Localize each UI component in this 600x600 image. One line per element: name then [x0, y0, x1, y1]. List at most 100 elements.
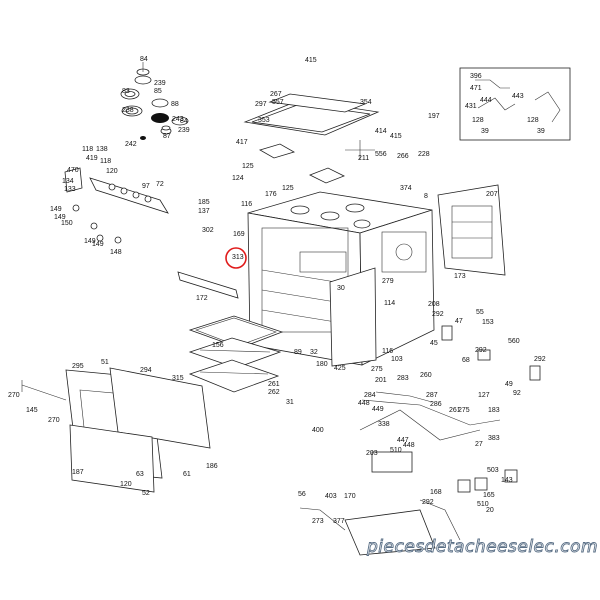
part-number-label: 149	[50, 206, 62, 213]
part-number-label: 125	[282, 185, 294, 192]
part-number-label: 315	[172, 375, 184, 382]
part-number-label: 470	[67, 167, 79, 174]
part-drawings	[21, 62, 541, 556]
part-number-label: 92	[513, 390, 521, 397]
part-number-label: 149	[84, 238, 96, 245]
part-number-label: 176	[265, 191, 277, 198]
part-number-label: 116	[241, 201, 252, 208]
part-number-label: 270	[48, 417, 60, 424]
part-number-label: 425	[334, 365, 346, 372]
part-number-label: 294	[140, 367, 152, 374]
part-number-label: 173	[454, 273, 466, 280]
part-number-label: 165	[483, 492, 495, 499]
part-number-label: 383	[488, 435, 500, 442]
part-number-label: 444	[480, 97, 492, 104]
part-number-label: 448	[358, 400, 370, 407]
part-number-label: 243	[172, 116, 184, 123]
part-number-label: 128	[527, 117, 539, 124]
part-number-label: 186	[206, 463, 218, 470]
part-number-label: 39	[537, 128, 545, 135]
part-number-label: 55	[476, 309, 484, 316]
part-number-label: 377	[333, 518, 345, 525]
part-number-label: 443	[512, 93, 524, 100]
part-number-label: 89	[294, 349, 302, 356]
part-number-label: 120	[120, 481, 132, 488]
part-number-label: 286	[430, 401, 442, 408]
control-panel-group	[64, 167, 169, 244]
part-number-label: 556	[375, 151, 387, 158]
part-number-label: 97	[142, 183, 150, 190]
burner-parts-group	[120, 62, 189, 140]
part-number-label: 239	[178, 127, 190, 134]
part-number-label: 273	[312, 518, 324, 525]
part-number-label: 45	[430, 340, 438, 347]
part-number-label: 56	[298, 491, 306, 498]
part-number-label: 83	[122, 88, 130, 95]
part-number-label: 88	[171, 101, 179, 108]
part-number-label: 169	[233, 231, 245, 238]
part-number-label: 283	[397, 375, 409, 382]
part-number-label: 297	[255, 101, 267, 108]
part-number-label: 448	[403, 442, 415, 449]
part-number-label: 449	[372, 406, 384, 413]
part-number-label: 284	[364, 392, 376, 399]
part-number-label: 261	[449, 407, 461, 414]
part-number-label: 557	[272, 99, 284, 106]
part-number-label: 120	[106, 168, 118, 175]
part-number-label: 150	[61, 220, 73, 227]
part-number-label: 133	[64, 186, 76, 193]
part-number-label: 374	[400, 185, 412, 192]
part-number-label: 431	[465, 103, 477, 110]
part-number-label: 30	[337, 285, 345, 292]
part-number-label: 266	[397, 153, 409, 160]
part-number-label: 211	[358, 155, 369, 162]
part-number-label: 128	[472, 117, 484, 124]
part-number-label: 68	[462, 357, 470, 364]
part-number-label: 116	[382, 348, 393, 355]
valves-group	[441, 325, 541, 493]
part-number-label: 168	[430, 489, 442, 496]
part-number-label: 417	[236, 139, 248, 146]
part-number-label: 63	[136, 471, 144, 478]
part-number-label: 72	[156, 181, 164, 188]
part-number-label: 84	[140, 56, 148, 63]
part-number-label: 338	[378, 421, 390, 428]
part-number-label: 138	[96, 146, 108, 153]
inset-detail-box	[459, 67, 571, 141]
part-number-label: 20	[486, 507, 494, 514]
part-number-label: 52	[142, 490, 150, 497]
part-number-label: 279	[382, 278, 394, 285]
trays-group	[188, 315, 284, 393]
part-number-label: 560	[508, 338, 520, 345]
watermark-text: piecesdetacheeselec.com	[366, 537, 598, 557]
part-number-label: 118	[100, 158, 111, 165]
part-number-label: 275	[458, 407, 470, 414]
part-number-label: 201	[375, 377, 387, 384]
part-number-label: 396	[470, 73, 482, 80]
part-number-label: 153	[482, 319, 494, 326]
part-number-label: 353	[258, 117, 270, 124]
part-number-label: 239	[154, 80, 166, 87]
part-number-label: 114	[384, 300, 395, 307]
part-number-label: 148	[110, 249, 122, 256]
part-number-label: 292	[534, 356, 546, 363]
part-number-label: 295	[72, 363, 84, 370]
part-number-label: 85	[154, 88, 162, 95]
part-number-label: 354	[360, 99, 372, 106]
part-number-label: 180	[316, 361, 328, 368]
part-number-label: 207	[486, 191, 498, 198]
part-number-label: 302	[202, 227, 214, 234]
side-frame	[329, 267, 377, 367]
part-number-label: 287	[426, 392, 438, 399]
highlight-circle	[225, 247, 247, 269]
part-number-label: 267	[270, 91, 282, 98]
part-number-label: 172	[196, 295, 208, 302]
part-number-label: 39	[481, 128, 489, 135]
part-number-label: 127	[478, 392, 490, 399]
part-number-label: 118	[82, 146, 93, 153]
part-number-label: 262	[268, 389, 280, 396]
part-number-label: 414	[375, 128, 387, 135]
part-number-label: 292	[475, 347, 487, 354]
